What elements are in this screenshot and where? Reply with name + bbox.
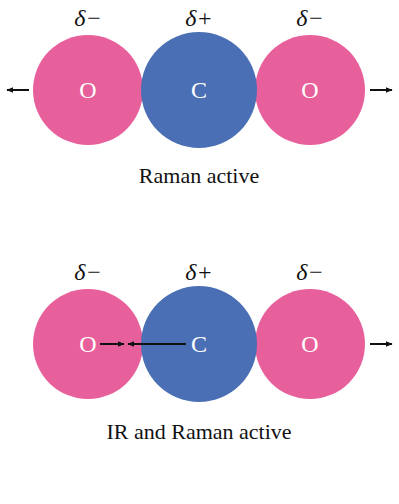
atom-disc: [33, 35, 143, 145]
carbon-atom: C: [141, 32, 257, 148]
oxygen-atom: O: [33, 289, 143, 399]
atom-symbol: O: [301, 332, 318, 356]
atom-disc: [141, 32, 257, 148]
oxygen-atom: O: [33, 35, 143, 145]
motion-arrow: [370, 343, 392, 345]
motion-arrow: [370, 89, 392, 91]
atom-symbol: C: [191, 78, 207, 102]
motion-arrow: [100, 343, 124, 345]
atom-symbol: C: [191, 332, 207, 356]
partial-charge: δ−: [74, 5, 101, 31]
atom-disc: [255, 289, 365, 399]
atom-disc: [255, 35, 365, 145]
partial-charge: δ+: [185, 259, 212, 285]
partial-charge: δ−: [296, 5, 323, 31]
motion-arrow: [7, 89, 29, 91]
partial-charge: δ−: [74, 259, 101, 285]
oxygen-atom: O: [255, 289, 365, 399]
atom-symbol: O: [301, 78, 318, 102]
partial-charge: δ+: [185, 5, 212, 31]
motion-arrow: [128, 343, 186, 345]
mode-caption: IR and Raman active: [106, 420, 291, 444]
atom-symbol: O: [79, 78, 96, 102]
oxygen-atom: O: [255, 35, 365, 145]
partial-charge: δ−: [296, 259, 323, 285]
atom-disc: [33, 289, 143, 399]
atom-symbol: O: [79, 332, 96, 356]
mode-caption: Raman active: [139, 164, 259, 188]
